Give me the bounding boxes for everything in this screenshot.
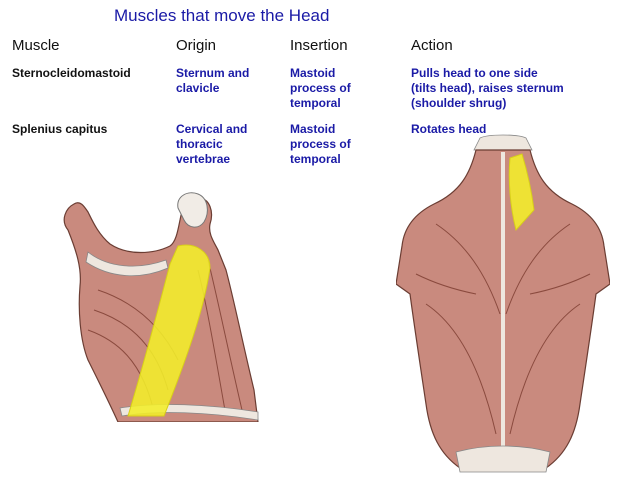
origin-line: clavicle <box>176 81 220 95</box>
lateral-neck-muscle-illustration-icon <box>63 192 259 422</box>
table-row-2-muscle: Splenius capitus <box>12 122 108 136</box>
origin-line: vertebrae <box>176 152 231 166</box>
origin-line: Sternum and <box>176 66 250 80</box>
origin-line: thoracic <box>176 137 223 151</box>
table-row-2-insertion: Mastoid process of temporal <box>290 122 380 167</box>
table-row-2-action: Rotates head <box>411 122 631 137</box>
table-row-1-origin: Sternum and clavicle <box>176 66 276 96</box>
insertion-line: temporal <box>290 152 341 166</box>
action-line: Rotates head <box>411 122 487 136</box>
insertion-line: Mastoid <box>290 122 336 136</box>
insertion-line: process of <box>290 81 351 95</box>
column-header-origin: Origin <box>176 37 217 54</box>
column-header-muscle: Muscle <box>12 37 60 54</box>
insertion-line: temporal <box>290 96 341 110</box>
origin-line: Cervical and <box>176 122 248 136</box>
table-row-2-origin: Cervical and thoracic vertebrae <box>176 122 276 167</box>
action-line: Pulls head to one side <box>411 66 538 80</box>
column-header-insertion: Insertion <box>290 37 348 54</box>
page-title: Muscles that move the Head <box>114 6 330 25</box>
table-row-1-insertion: Mastoid process of temporal <box>290 66 380 111</box>
posterior-back-muscle-illustration-icon <box>396 134 610 473</box>
table-row-1-action: Pulls head to one side (tilts head), rai… <box>411 66 631 111</box>
column-header-action: Action <box>411 37 453 54</box>
action-line: (tilts head), raises sternum <box>411 81 564 95</box>
insertion-line: Mastoid <box>290 66 336 80</box>
table-row-1-muscle: Sternocleidomastoid <box>12 66 131 80</box>
insertion-line: process of <box>290 137 351 151</box>
action-line: (shoulder shrug) <box>411 96 507 110</box>
